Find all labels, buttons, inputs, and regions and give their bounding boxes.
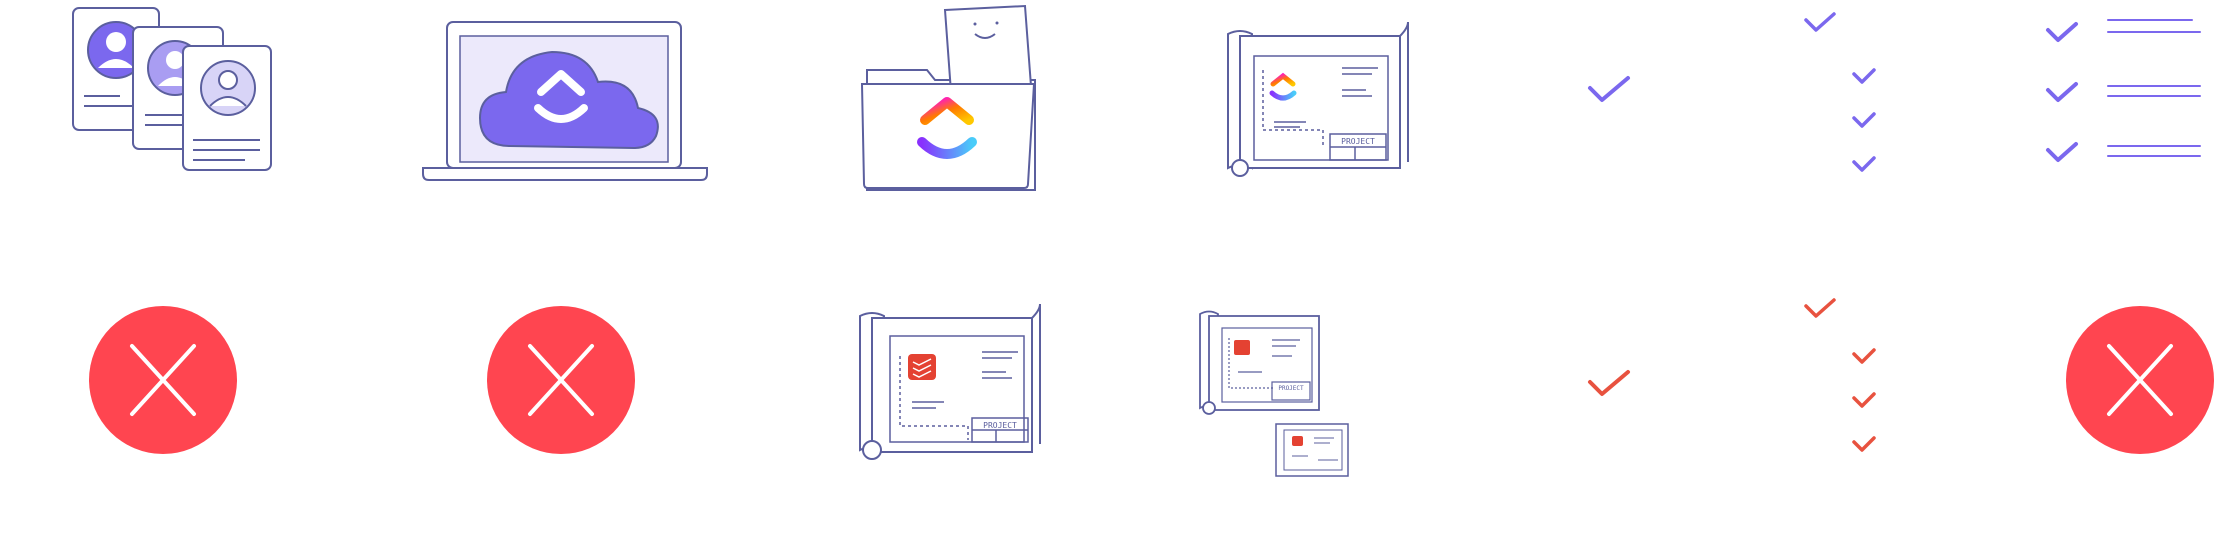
x-circle-icon — [487, 306, 635, 454]
checklist-lines-icon — [2046, 19, 2201, 162]
check-icon — [1588, 76, 1630, 102]
todoist-blueprint-icon: PROJECT — [859, 303, 1041, 460]
user-profiles-icon — [72, 7, 272, 171]
mini-project-label: PROJECT — [1278, 385, 1304, 392]
nested-checklist-icon — [1804, 298, 1876, 452]
clickup-folder-icon — [860, 4, 1036, 191]
blueprint-project-label: PROJECT — [1341, 137, 1375, 146]
todoist-blueprint-stack-icon: PROJECT — [1199, 310, 1349, 477]
x-circle-icon — [2066, 306, 2214, 454]
nested-checklist-icon — [1804, 12, 1876, 172]
check-icon — [1588, 370, 1630, 396]
clickup-blueprint-icon: PROJECT — [1227, 21, 1409, 177]
cloud-laptop-icon — [422, 21, 708, 181]
x-circle-icon — [89, 306, 237, 454]
todoist-project-label: PROJECT — [983, 421, 1017, 430]
